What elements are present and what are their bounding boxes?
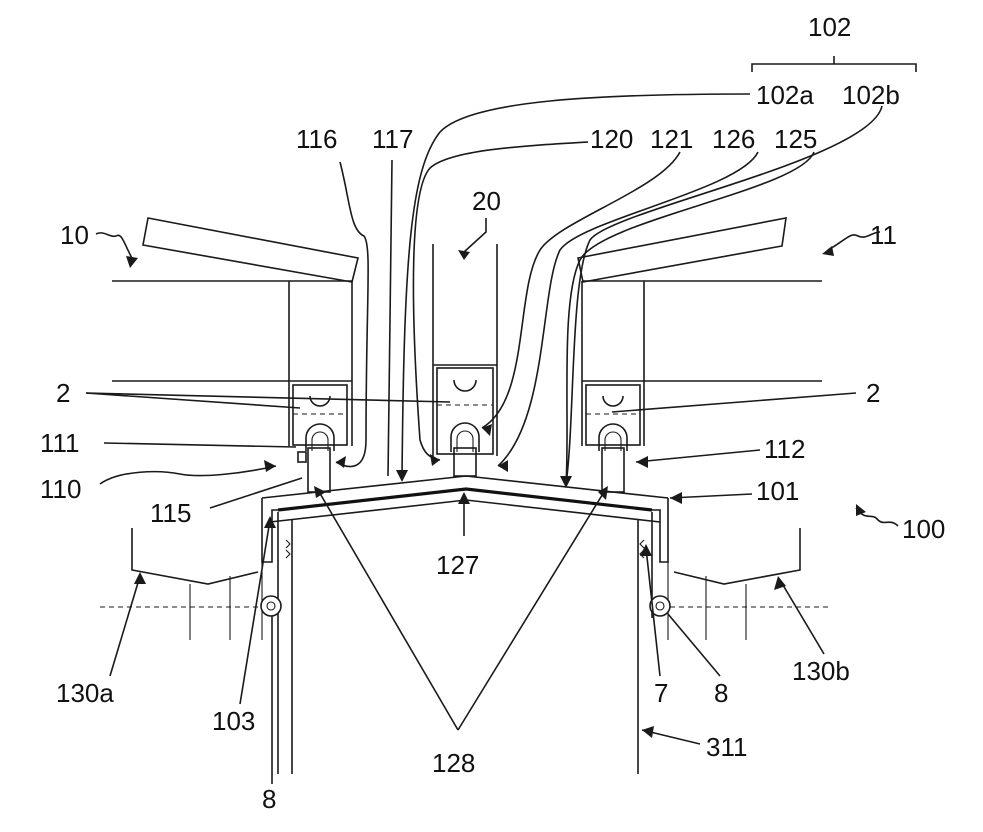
label-11: 11 xyxy=(870,220,897,250)
label-120: 120 xyxy=(590,124,633,154)
label-102a: 102a xyxy=(756,80,814,110)
label-116: 116 xyxy=(296,124,337,154)
side-brackets xyxy=(100,528,830,640)
label-130a: 130a xyxy=(56,678,114,708)
label-103: 103 xyxy=(212,706,255,736)
label-115: 115 xyxy=(150,498,191,528)
label-111: 111 xyxy=(40,428,80,458)
label-125: 125 xyxy=(774,124,817,154)
label-127: 127 xyxy=(436,550,479,580)
label-101: 101 xyxy=(756,476,799,506)
rollers-8 xyxy=(261,596,670,616)
label-117: 117 xyxy=(372,124,413,154)
label-112: 112 xyxy=(764,434,805,464)
label-102b: 102b xyxy=(842,80,900,110)
label-110: 110 xyxy=(40,474,81,504)
label-20: 20 xyxy=(472,186,501,216)
left-cover-plate xyxy=(143,218,358,282)
label-100: 100 xyxy=(902,514,945,544)
label-311: 311 xyxy=(706,732,747,762)
label-7: 7 xyxy=(654,678,668,708)
label-126: 126 xyxy=(712,124,755,154)
label-2-left: 2 xyxy=(56,378,70,408)
label-10: 10 xyxy=(60,220,89,250)
label-128: 128 xyxy=(432,748,475,778)
label-2-right: 2 xyxy=(866,378,880,408)
label-8-right: 8 xyxy=(714,678,728,708)
label-102: 102 xyxy=(808,12,851,42)
label-8-bottom: 8 xyxy=(262,784,276,814)
label-121: 121 xyxy=(650,124,693,154)
label-130b: 130b xyxy=(792,656,850,686)
